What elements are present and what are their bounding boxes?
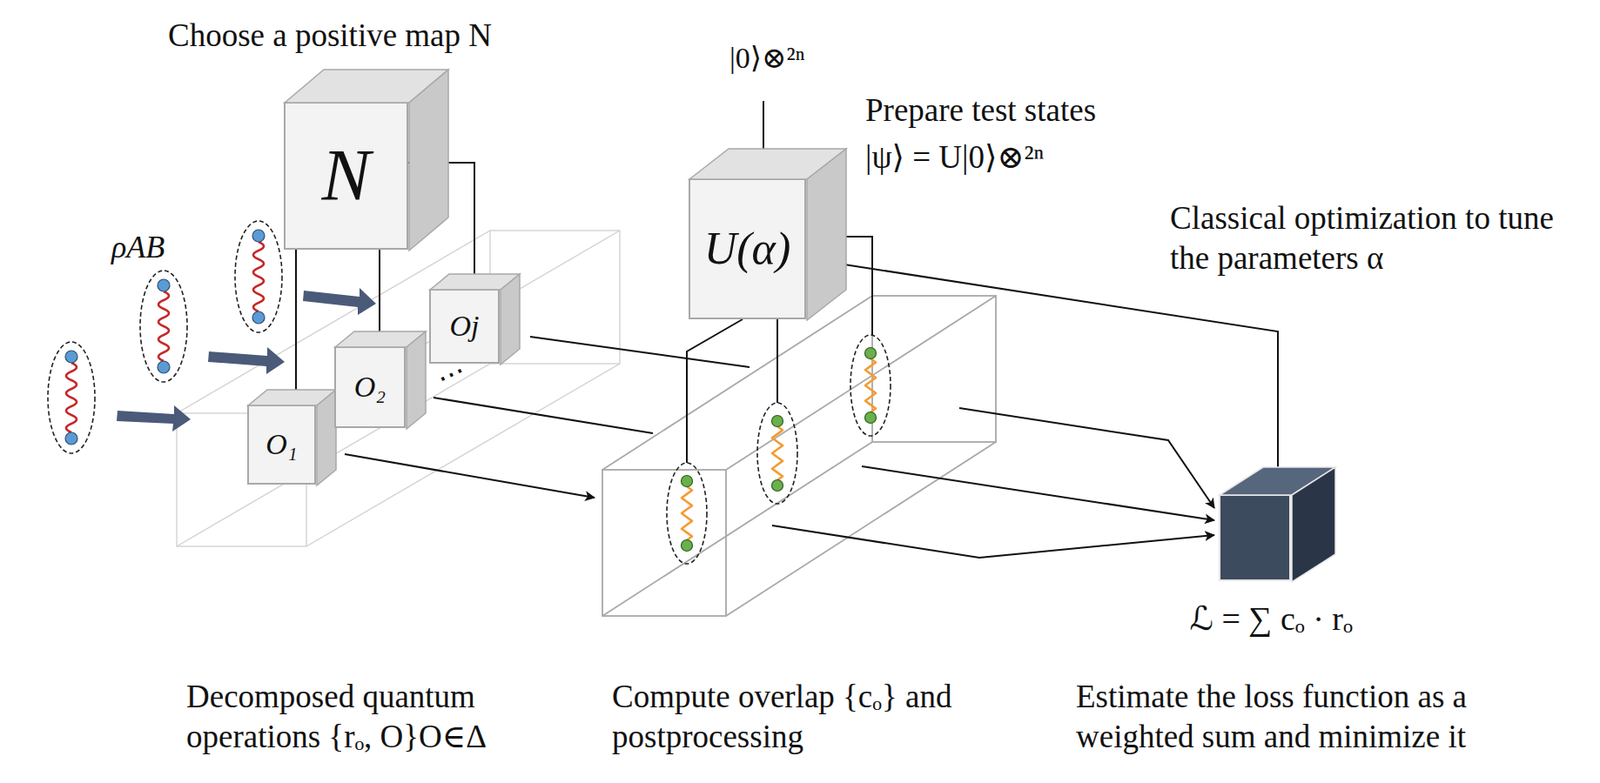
pair-link [253, 242, 264, 312]
map-box: N [283, 101, 409, 250]
pair-link [66, 363, 77, 433]
step-caption: Decomposed quantum operations {rₒ, O}O∈Δ [186, 677, 561, 759]
state-formula: |ψ⟩ = U|0⟩⊗²ⁿ [865, 137, 1044, 178]
connector [295, 249, 297, 398]
box-depth [1218, 466, 1337, 584]
connector [833, 262, 1278, 472]
input-state-arrow [762, 100, 765, 173]
pair-link [681, 486, 693, 541]
operation-box: Oj [429, 289, 500, 364]
state-label: ρAB [111, 228, 165, 268]
box-label: U(α) [704, 226, 791, 272]
operation-prism [176, 230, 620, 547]
box-label: N [321, 139, 370, 213]
green-qubits [681, 348, 877, 552]
box-label: O₁ [265, 430, 297, 460]
pair-link [865, 358, 876, 413]
box-label: O₂ [354, 372, 386, 403]
step-title: Prepare test states [865, 90, 1096, 131]
loss-wires [772, 408, 1215, 558]
step-caption: Compute overlap {cₒ} and postprocessing [611, 677, 969, 759]
connector [378, 249, 381, 340]
pair-link [772, 426, 783, 481]
input-state: |0⟩⊗²ⁿ [729, 40, 805, 78]
box-label: Oj [450, 311, 480, 342]
loss-cube: ℒ = ∑ cₒ · rₒ [1218, 494, 1291, 582]
connector [408, 162, 475, 283]
step-title: Choose a positive map N [168, 15, 492, 56]
step-title: Classical optimization to tune the param… [1169, 198, 1580, 280]
overlap-prism [602, 295, 996, 617]
blue-qubits [65, 229, 265, 445]
operation-box: O₁ [247, 404, 316, 485]
operation-box: O₂ [334, 346, 406, 429]
unitary-box: U(α) [688, 178, 807, 320]
pair-link [158, 291, 169, 362]
loss-formula: ℒ = ∑ cₒ · rₒ [1189, 602, 1353, 636]
step-caption: Estimate the loss function as a weighted… [1075, 677, 1573, 759]
test-pairs [666, 335, 891, 565]
